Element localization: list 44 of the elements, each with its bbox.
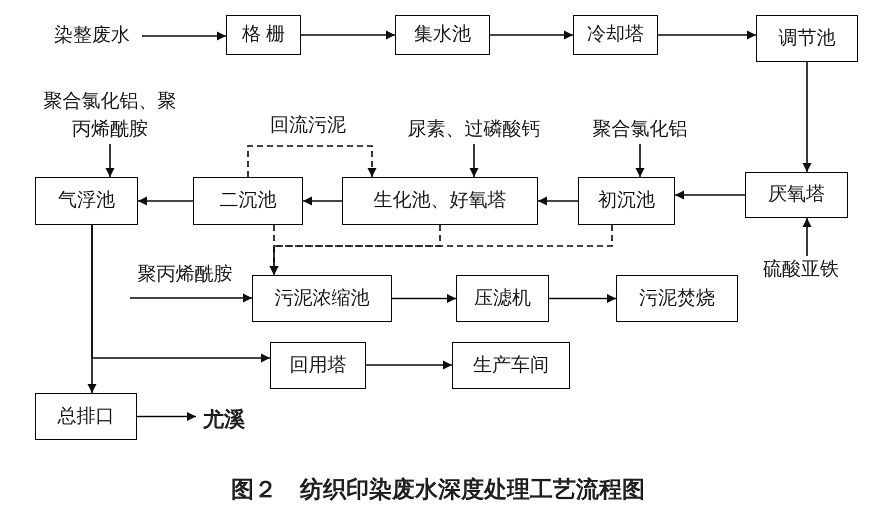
arrow — [538, 196, 578, 206]
dashed-arrow — [270, 225, 613, 275]
process-box: 生化池、好氧塔 — [342, 177, 538, 225]
arrow — [303, 196, 342, 206]
dashed-arrow — [247, 145, 376, 177]
arrow — [142, 32, 226, 40]
process-box: 二沉池 — [193, 177, 303, 225]
process-box: 污泥焚烧 — [616, 275, 738, 322]
process-box: 冷却塔 — [573, 15, 658, 55]
input-label: 尤溪 — [196, 404, 252, 434]
process-box: 初沉池 — [578, 177, 675, 225]
input-label: 染整废水 — [42, 22, 142, 50]
arrow — [366, 360, 452, 370]
arrow — [490, 30, 573, 40]
arrow — [91, 225, 270, 362]
process-box: 调节池 — [756, 15, 858, 62]
process-box: 压滤机 — [456, 275, 549, 322]
arrow — [106, 144, 114, 177]
input-label: 尿素、过磷酸钙 — [396, 116, 552, 144]
figure-caption: 图２ 纺织印染废水深度处理工艺流程图 — [230, 476, 646, 505]
process-box: 回用塔 — [270, 342, 366, 389]
input-label: 聚丙烯酰胺 — [128, 262, 242, 288]
process-box: 格 栅 — [226, 15, 301, 55]
input-label: 硫酸亚铁 — [748, 256, 854, 284]
process-box: 气浮池 — [35, 177, 138, 225]
arrow — [802, 218, 812, 256]
arrow — [802, 62, 812, 172]
input-label: 聚合氯化铝 — [584, 116, 696, 144]
arrow — [675, 190, 745, 200]
process-box: 集水池 — [395, 15, 490, 55]
arrow — [392, 294, 456, 303]
arrow — [470, 144, 478, 177]
process-box: 生产车间 — [452, 342, 570, 389]
arrow — [658, 30, 756, 40]
arrow — [137, 412, 196, 421]
arrow — [549, 294, 616, 303]
arrow — [301, 30, 395, 40]
process-box: 厌氧塔 — [745, 172, 848, 218]
arrow — [138, 196, 193, 206]
process-box: 总排口 — [35, 393, 137, 440]
input-label: 聚合氯化铝、聚丙烯酰胺 — [40, 88, 180, 144]
arrow — [130, 294, 252, 302]
process-box: 污泥浓缩池 — [252, 275, 392, 322]
arrow — [636, 144, 644, 177]
